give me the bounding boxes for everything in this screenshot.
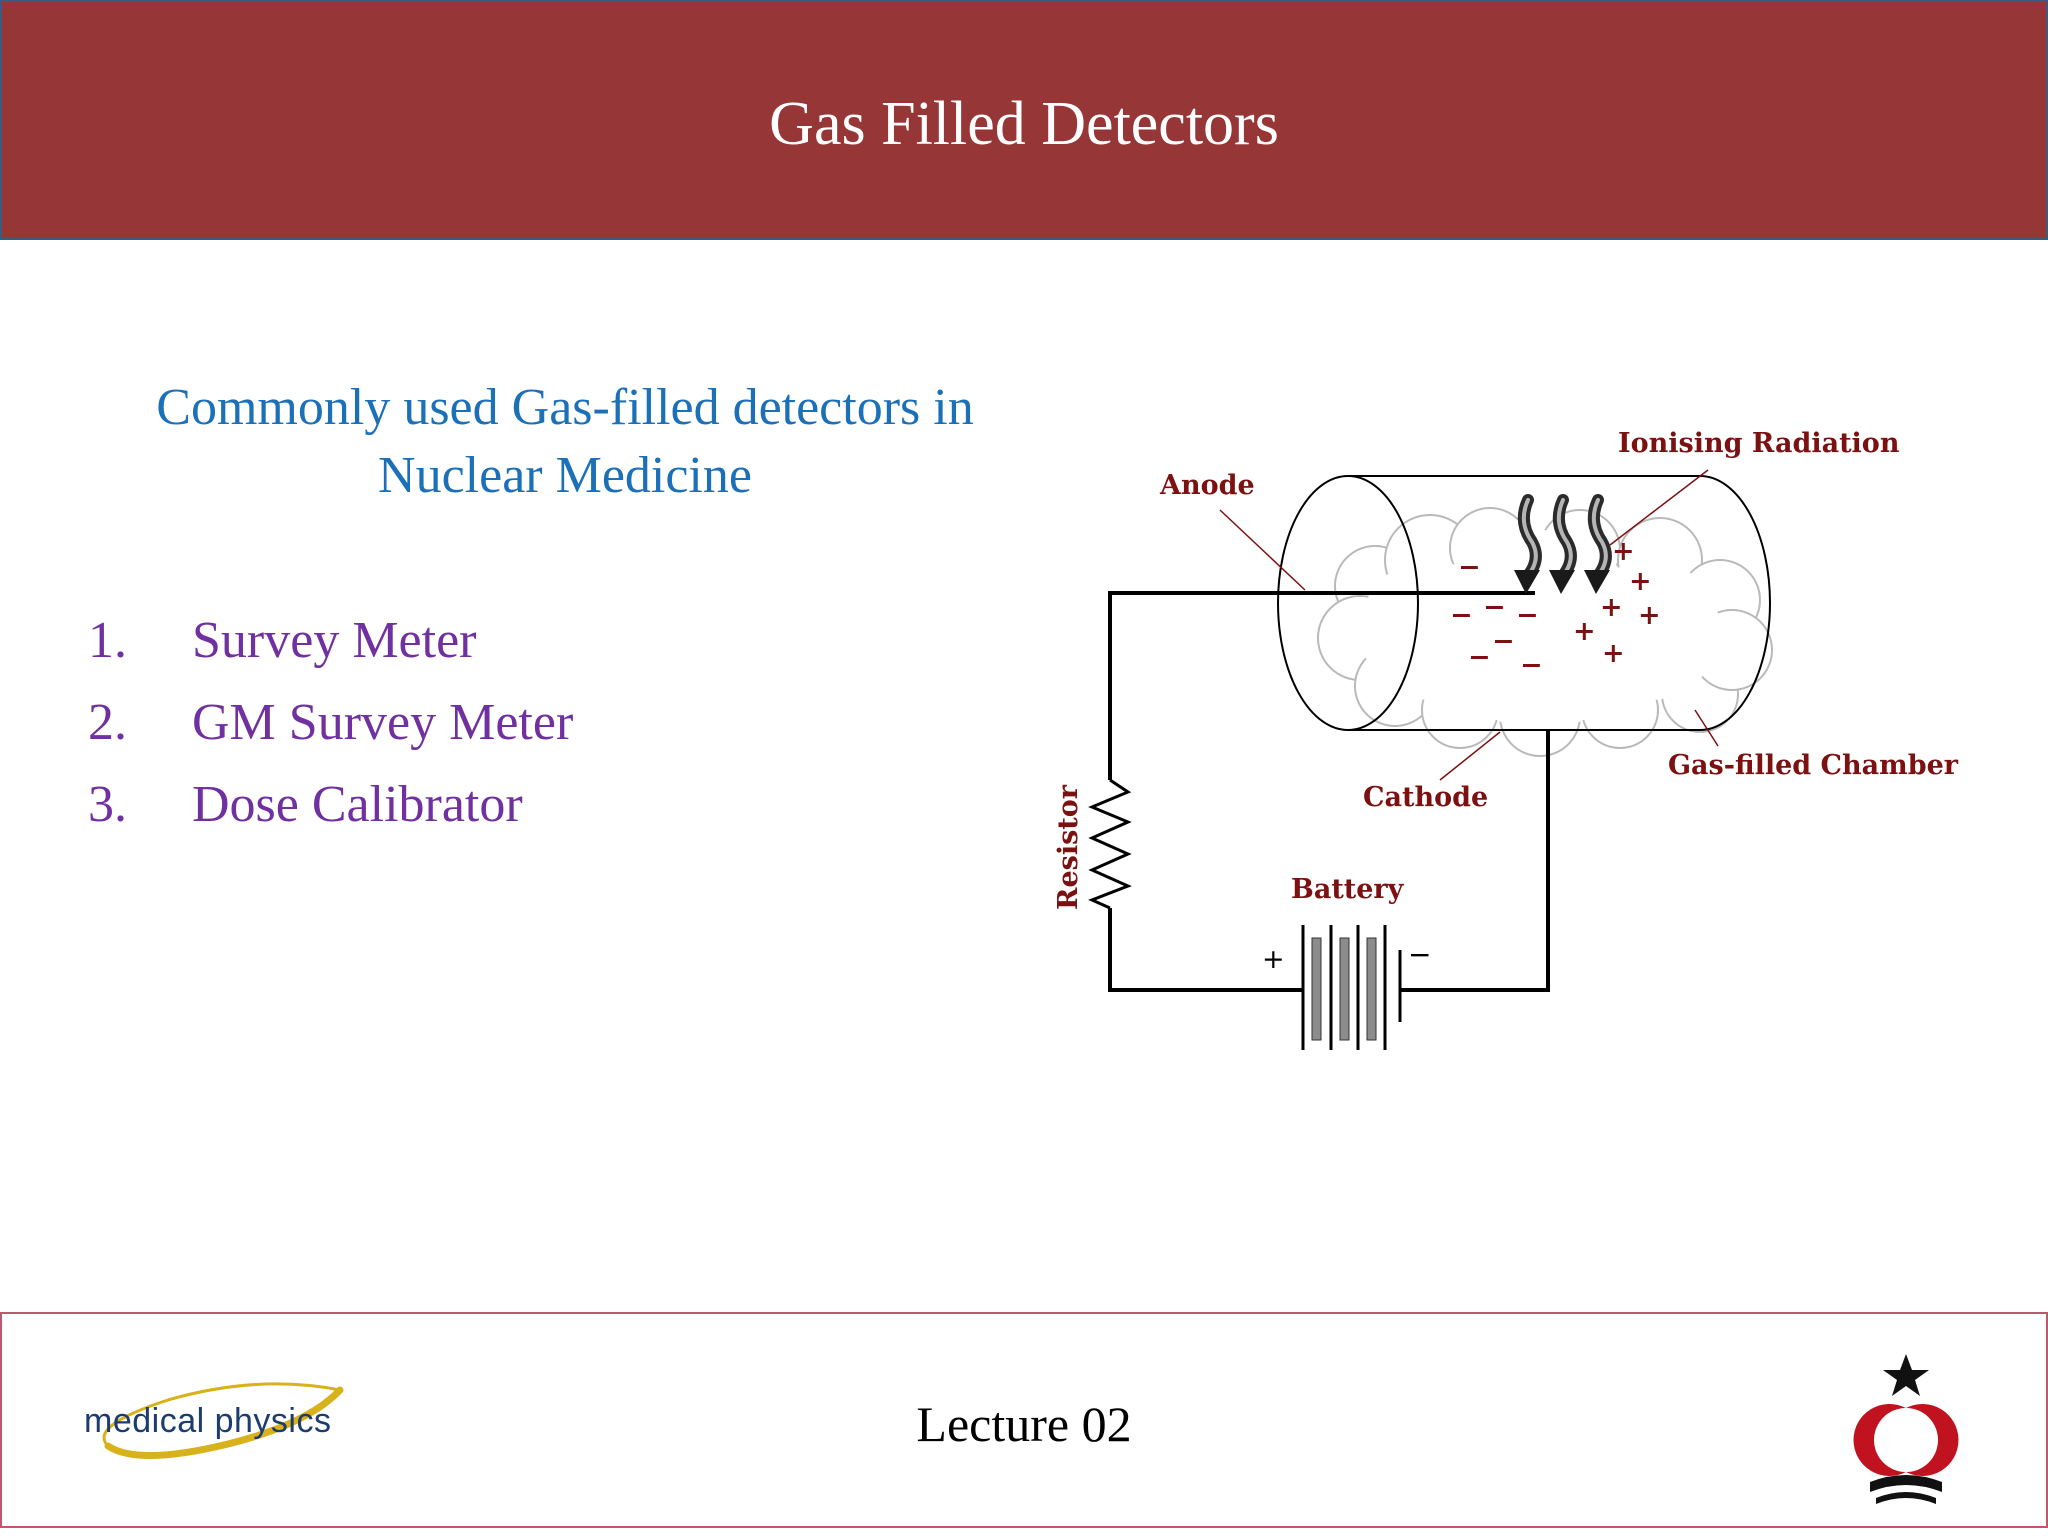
list-item-number: 2. [88,694,127,751]
minus-charge: − [1458,552,1481,583]
list-item: 2. GM Survey Meter [88,688,573,770]
slide-subtitle: Commonly used Gas-filled detectors in Nu… [70,374,1060,510]
charges: − − − − − − − + + + + + + [1450,536,1661,681]
medical-physics-logo: medical physics [78,1366,368,1466]
minus-charge: − [1520,650,1543,681]
label-anode: Anode [1159,470,1255,501]
label-cathode: Cathode [1363,782,1488,813]
label-gas-filled-chamber: Gas-filled Chamber [1668,750,1959,781]
gas-cloud [1317,507,1773,757]
emblem-icon [1853,1354,1959,1504]
logo-swoosh-icon [102,1382,344,1459]
battery-plus-sign: + [1262,944,1285,975]
minus-charge: − [1492,626,1515,657]
leader-lines [1219,469,1719,781]
plus-charge: + [1638,600,1661,631]
plus-charge: + [1629,566,1652,597]
list-item-label: Survey Meter [192,612,477,669]
battery-symbol [1301,925,1402,1050]
list-item-label: GM Survey Meter [192,694,574,751]
plus-charge: + [1602,638,1625,669]
resistor-zigzag [1088,778,1132,910]
list-item-label: Dose Calibrator [192,776,523,833]
battery-minus-sign: − [1408,938,1431,971]
minus-charge: − [1450,600,1473,631]
footer-bar: medical physics Lecture 02 [0,1312,2048,1528]
slide-title: Gas Filled Detectors [769,90,1279,158]
list-item: 1. Survey Meter [88,606,573,688]
gas-detector-diagram: − − − − − − − + + + + + + + − Ionising R… [1020,410,2020,1070]
label-ionising-radiation: Ionising Radiation [1618,428,1900,459]
list-item-number: 3. [88,776,127,833]
subtitle-line-2: Nuclear Medicine [378,447,752,504]
minus-charge: − [1468,642,1491,673]
detector-list: 1. Survey Meter 2. GM Survey Meter 3. Dose … [88,606,573,852]
circuit-wires [1108,591,1550,992]
label-resistor: Resistor [1053,784,1084,910]
list-item: 3. Dose Calibrator [88,770,573,852]
radiation-arrowheads [1514,570,1610,594]
radiation-arrows [1517,494,1612,584]
chamber-cylinder [1277,475,1771,731]
title-bar: Gas Filled Detectors [0,0,2048,240]
label-battery: Battery [1291,874,1405,905]
minus-charge: − [1516,600,1539,631]
lecture-label: Lecture 02 [916,1396,1132,1452]
minus-charge: − [1483,592,1506,623]
subtitle-line-1: Commonly used Gas-filled detectors in [156,379,974,436]
plus-charge: + [1612,536,1635,567]
logo-text: medical physics [84,1402,332,1440]
university-emblem [1836,1350,1976,1510]
plus-charge: + [1600,592,1623,623]
detector-circuit-svg: − − − − − − − + + + + + + + − Ionising R… [1053,428,1959,1050]
list-item-number: 1. [88,612,127,669]
plus-charge: + [1573,616,1596,647]
